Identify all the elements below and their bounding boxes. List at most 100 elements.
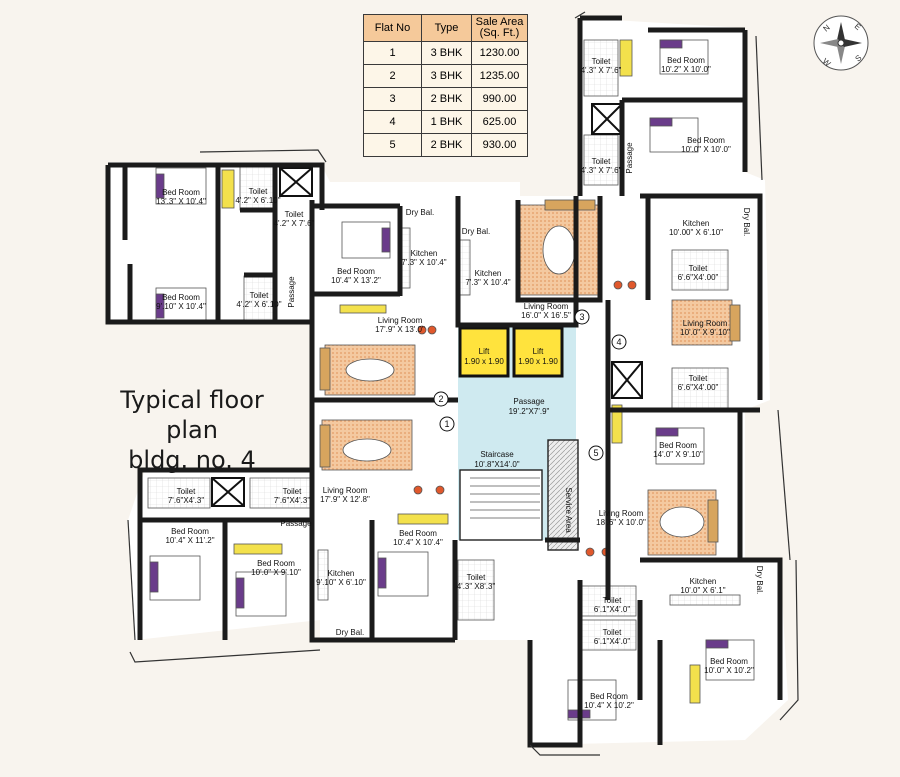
- room-name-6: Passage: [287, 276, 296, 308]
- room-name-27: Staircase: [480, 450, 514, 459]
- staircase-steps: [470, 477, 540, 519]
- room-size-19: 10'.00" X 6'.10": [669, 228, 723, 237]
- room-label-28: Service Area: [564, 487, 573, 533]
- room-size-23: 6'.6"X4'.00": [678, 383, 719, 392]
- flat-marker-5-ring: [588, 445, 604, 461]
- flat-marker-3: 3: [579, 312, 584, 322]
- compass-letter-e: E: [853, 22, 863, 32]
- compass-letter-n: N: [822, 23, 832, 34]
- room-size-15: 4'.3" X 7'.6": [581, 166, 622, 175]
- flat-marker-5: 5: [593, 448, 598, 458]
- room-name-33: Toilet: [603, 596, 622, 605]
- plan-title-line-1: Typical floor plan: [120, 386, 264, 444]
- room-name-37: Living Room: [323, 486, 368, 495]
- plan-title-line-2: bldg. no. 4: [128, 446, 256, 474]
- room-name-11: Kitchen: [475, 269, 502, 278]
- compass-letter-s: S: [854, 53, 864, 63]
- room-size-14: 4'.3" X 7'.6": [581, 66, 622, 75]
- room-size-38: 7'.6"X4'.3": [168, 496, 204, 505]
- room-size-31: 10'.0" X 6'.1": [680, 586, 725, 595]
- room-name-46: Toilet: [467, 573, 486, 582]
- room-name-24: Lift: [479, 347, 490, 356]
- flat-marker-1-ring: [439, 416, 455, 432]
- room-name-21: Toilet: [689, 264, 708, 273]
- lift-shaft-1: [458, 326, 510, 378]
- room-name-20: Dry Bal.: [742, 208, 751, 236]
- room-size-4: 9'.10" X 10'.4": [156, 302, 206, 311]
- room-size-29: 14'.0" X 9'.10": [653, 450, 703, 459]
- room-name-23: Toilet: [689, 374, 708, 383]
- room-name-30: Living Room: [599, 509, 644, 518]
- room-name-29: Bed Room: [659, 441, 697, 450]
- room-size-1: 13'.3" X 10'.4": [156, 197, 206, 206]
- room-size-25: 1.90 x 1.90: [518, 357, 558, 366]
- room-name-45: Bed Room: [399, 529, 437, 538]
- table-header-row: Flat No Type Sale Area (Sq. Ft.): [363, 14, 528, 42]
- room-name-41: Bed Room: [171, 527, 209, 536]
- room-size-18: 10'.0" X 10'.0": [681, 145, 731, 154]
- room-size-39: 7'.6"X4'.3": [274, 496, 310, 505]
- service-area-floor: [547, 439, 579, 551]
- room-name-15: Toilet: [592, 157, 611, 166]
- flat-no-cell: 2: [363, 64, 422, 88]
- room-size-34: 6'.1"X4'.0": [594, 637, 630, 646]
- room-name-36: Bed Room: [590, 692, 628, 701]
- room-name-26: Passage: [513, 397, 545, 406]
- toilet-floors: [147, 39, 729, 651]
- room-name-44: Dry Bal.: [336, 628, 364, 637]
- room-name-19: Kitchen: [683, 219, 710, 228]
- type-cell: 1 BHK: [421, 110, 472, 134]
- room-name-10: Dry Bal.: [462, 227, 490, 236]
- room-label-32: Dry Bal.: [755, 566, 764, 594]
- type-cell: 3 BHK: [421, 64, 472, 88]
- plan-title: Typical floor plan bldg. no. 4: [92, 385, 292, 475]
- room-name-18: Bed Room: [687, 136, 725, 145]
- staircase-floor: [459, 469, 543, 541]
- room-size-35: 10'.0" X 10'.2": [704, 666, 754, 675]
- room-label-20: Dry Bal.: [742, 208, 751, 236]
- room-label-6: Passage: [287, 276, 296, 308]
- col-type: Type: [421, 14, 472, 42]
- room-name-16: Passage: [625, 142, 634, 174]
- flat-marker-3-ring: [574, 309, 590, 325]
- room-name-9: Dry Bal.: [406, 208, 434, 217]
- room-name-40: Passage: [280, 519, 312, 528]
- col-flat-no: Flat No: [363, 14, 422, 42]
- room-size-42: 10'.0" X 9'.10": [251, 568, 301, 577]
- type-cell: 2 BHK: [421, 133, 472, 157]
- room-name-17: Bed Room: [667, 56, 705, 65]
- room-name-2: Toilet: [249, 187, 268, 196]
- room-size-8: 7'.3" X 10'.4": [401, 258, 446, 267]
- room-name-43: Kitchen: [328, 569, 355, 578]
- room-name-3: Toilet: [285, 210, 304, 219]
- room-size-43: 9'.10" X 6'.10": [316, 578, 366, 587]
- sale-area-cell: 930.00: [471, 133, 528, 157]
- room-name-28: Service Area: [564, 487, 573, 533]
